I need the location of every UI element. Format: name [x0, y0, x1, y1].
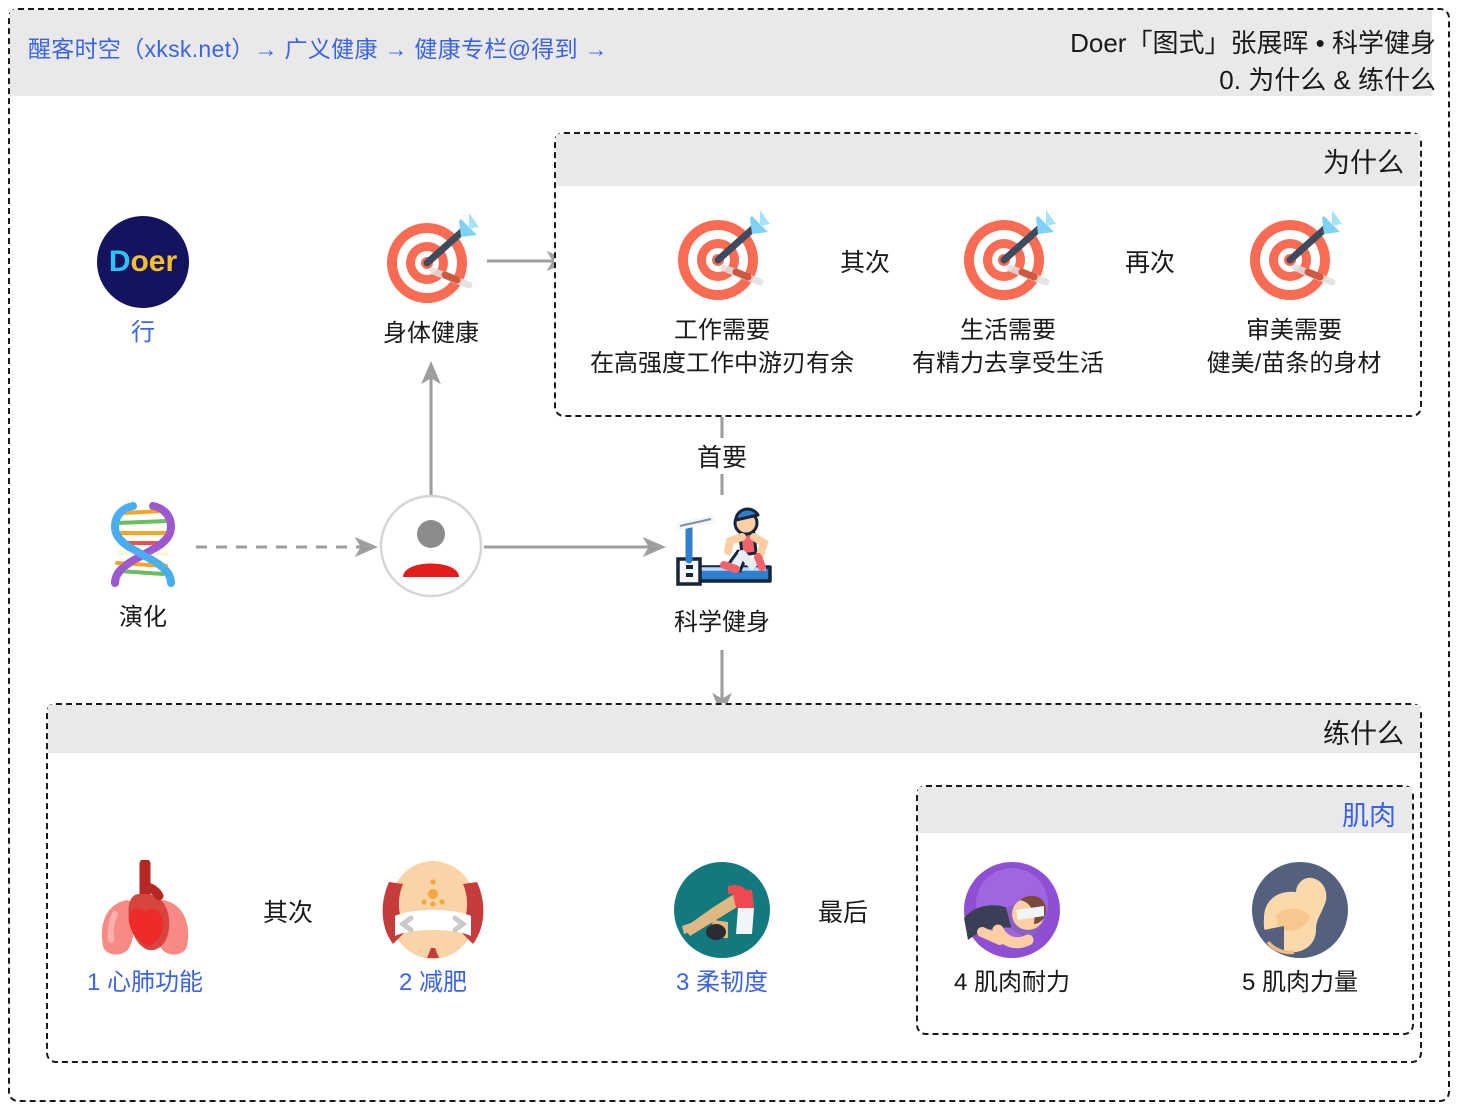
- node-doer[interactable]: Doer 行: [23, 202, 263, 349]
- node-weight-loss[interactable]: 2 减肥: [313, 852, 553, 999]
- node-evolution[interactable]: 演化: [23, 487, 263, 634]
- treadmill-icon: [602, 492, 842, 600]
- group-why-title: 为什么: [1323, 148, 1404, 178]
- node-cardio[interactable]: 1 心肺功能: [25, 852, 265, 999]
- edge-label-primary: 首要: [689, 438, 755, 474]
- biceps-icon: [1180, 852, 1420, 960]
- node-cardio-label: 1 心肺功能: [86, 969, 203, 996]
- node-muscle-endurance-label: 4 肌肉耐力: [953, 969, 1070, 996]
- node-person[interactable]: [371, 492, 491, 600]
- target-icon: [562, 200, 882, 308]
- person-icon: [371, 492, 491, 600]
- node-flexibility-label: 3 柔韧度: [675, 969, 768, 996]
- title-line-1: Doer「图式」张展晖 • 科学健身: [1070, 28, 1436, 58]
- group-train-header: [48, 705, 1420, 753]
- edge-label-second-train: 其次: [255, 893, 321, 929]
- node-work-need-label-1: 工作需要: [674, 317, 770, 344]
- node-work-need-label-2: 在高强度工作中游刃有余: [590, 350, 854, 378]
- lungs-icon: [25, 852, 265, 960]
- title-line-2: 0. 为什么 & 练什么: [1219, 64, 1436, 95]
- node-weight-loss-label: 2 减肥: [398, 969, 467, 996]
- target-icon: [1134, 200, 1454, 308]
- node-fitness-label-text: 科学健身: [674, 609, 770, 636]
- group-why-header: [556, 134, 1420, 186]
- diagram-header: [10, 10, 1432, 96]
- node-flexibility[interactable]: 3 柔韧度: [602, 852, 842, 999]
- group-muscle-header: [918, 787, 1412, 833]
- group-muscle-title: 肌肉: [1342, 801, 1396, 831]
- target-icon: [311, 203, 551, 311]
- dna-icon: [23, 487, 263, 595]
- diagram-frame: [8, 8, 1450, 1102]
- node-body-health[interactable]: 身体健康: [311, 203, 551, 350]
- waist-icon: [313, 852, 553, 960]
- node-life-need[interactable]: 生活需要 有精力去享受生活: [848, 200, 1168, 380]
- node-evolution-label: 演化: [119, 604, 167, 631]
- node-fitness-label: 科学健身: [602, 606, 842, 639]
- doer-logo-icon: Doer: [23, 202, 263, 310]
- target-icon: [848, 200, 1168, 308]
- edge-label-last-train: 最后: [810, 893, 876, 929]
- node-beauty-need-label-2: 健美/苗条的身材: [1206, 350, 1382, 378]
- node-beauty-need[interactable]: 审美需要 健美/苗条的身材: [1134, 200, 1454, 380]
- node-doer-label: 行: [131, 319, 155, 346]
- page-title: Doer「图式」张展晖 • 科学健身 0. 为什么 & 练什么: [1070, 25, 1436, 99]
- node-beauty-need-label-1: 审美需要: [1246, 317, 1342, 344]
- group-train-title: 练什么: [1323, 719, 1404, 749]
- node-muscle-strength-label: 5 肌肉力量: [1241, 969, 1358, 996]
- yoga-icon: [602, 852, 842, 960]
- node-body-health-label: 身体健康: [383, 320, 479, 347]
- node-work-need[interactable]: 工作需要 在高强度工作中游刃有余: [562, 200, 882, 380]
- node-life-need-label-2: 有精力去享受生活: [912, 350, 1104, 378]
- node-life-need-label-1: 生活需要: [960, 317, 1056, 344]
- node-muscle-strength[interactable]: 5 肌肉力量: [1180, 852, 1420, 999]
- plank-icon: [892, 852, 1132, 960]
- node-fitness[interactable]: 科学健身: [602, 492, 842, 639]
- breadcrumb[interactable]: 醒客时空（xksk.net）→ 广义健康 → 健康专栏@得到 →: [28, 36, 608, 62]
- edge-label-third-why: 再次: [1117, 243, 1183, 279]
- svg-text:Doer: Doer: [109, 245, 178, 278]
- node-muscle-endurance[interactable]: 4 肌肉耐力: [892, 852, 1132, 999]
- edge-label-second-why: 其次: [832, 243, 898, 279]
